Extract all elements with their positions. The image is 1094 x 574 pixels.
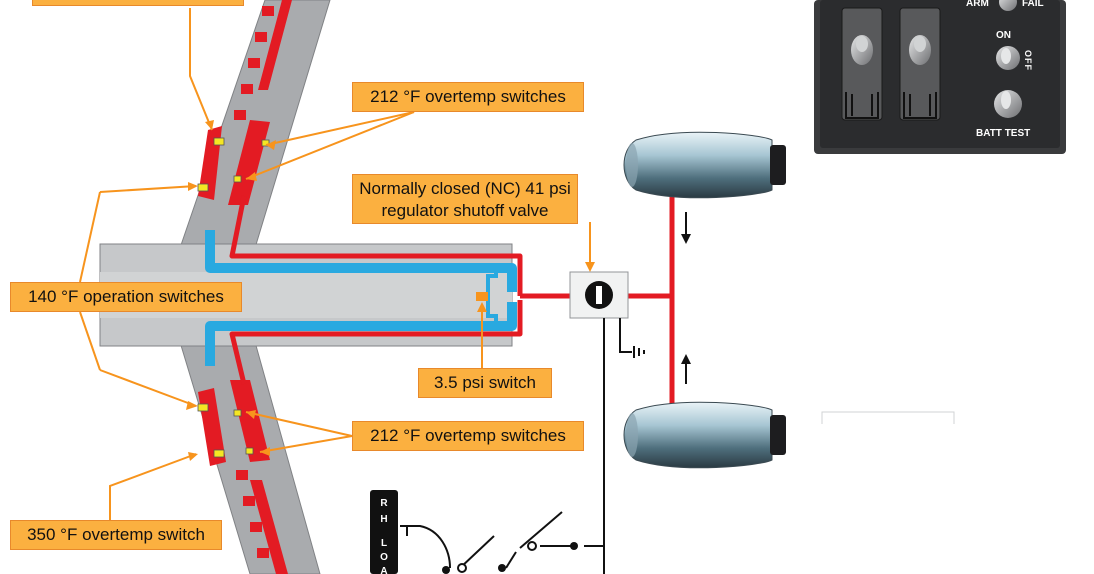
on-label: ON xyxy=(996,30,1011,41)
cool-air-duct xyxy=(205,230,517,366)
callout-leaders xyxy=(79,8,591,520)
batt-test-label: BATT TEST xyxy=(976,128,1030,139)
operation-140-callout: 140 °F operation switches xyxy=(10,282,242,312)
nc-valve-line1: Normally closed (NC) 41 psi xyxy=(359,179,571,198)
arm-fail-knob xyxy=(999,0,1017,11)
top-callout-partial xyxy=(32,0,244,6)
callout-arrowheads xyxy=(186,120,595,461)
box-letter-1: R xyxy=(380,498,388,509)
arm-label: ARM xyxy=(966,0,989,9)
box-letter-5: A xyxy=(380,566,387,574)
box-letter-2: H xyxy=(380,514,387,525)
box-letter-4: O xyxy=(380,552,388,563)
upper-engine-pod xyxy=(623,131,786,199)
box-letter-3: L xyxy=(381,538,387,549)
lower-engine-pod xyxy=(623,401,786,469)
hot-air-duct xyxy=(229,184,675,410)
toggle-switch-left xyxy=(851,35,873,65)
on-off-knob xyxy=(996,46,1020,70)
nc-valve-line2: regulator shutoff valve xyxy=(381,201,549,220)
lower-wing xyxy=(179,341,321,574)
upper-wing xyxy=(179,0,331,249)
control-panel: ARM FAIL ON OFF BATT TEST xyxy=(814,0,1066,154)
psi-switch-marker xyxy=(476,292,488,301)
switch-contacts xyxy=(457,541,537,573)
overtemp-350-callout: 350 °F overtemp switch xyxy=(10,520,222,550)
overtemp-212-bottom-callout: 212 °F overtemp switches xyxy=(352,421,584,451)
batt-test-knob xyxy=(994,90,1022,118)
toggle-switch-right xyxy=(909,35,931,65)
overtemp-212-top-callout: 212 °F overtemp switches xyxy=(352,82,584,112)
rh-load-switch-box: R H L O A xyxy=(370,490,398,574)
flow-arrow-down-icon xyxy=(681,212,691,244)
psi-switch-callout: 3.5 psi switch xyxy=(418,368,552,398)
fail-label: FAIL xyxy=(1022,0,1044,9)
flow-arrow-up-icon xyxy=(681,354,691,384)
electrical-wiring xyxy=(408,318,645,574)
off-label: OFF xyxy=(1023,50,1033,71)
nc-valve-callout: Normally closed (NC) 41 psi regulator sh… xyxy=(352,174,578,224)
regulator-shutoff-valve xyxy=(569,271,629,319)
